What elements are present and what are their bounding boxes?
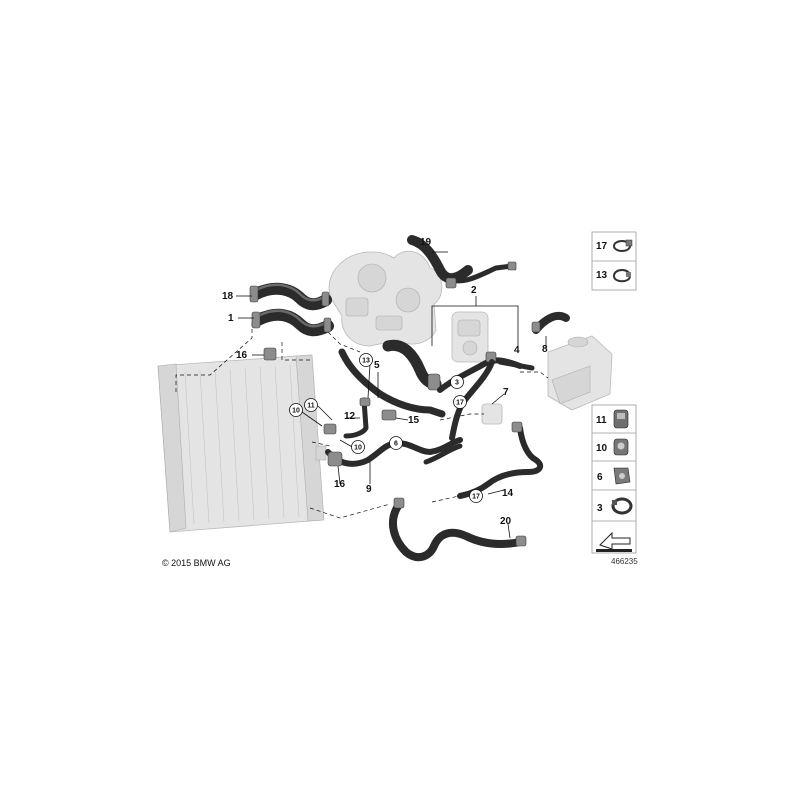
label-14: 14 (502, 488, 514, 499)
part-16-upper (263, 347, 277, 361)
label-16-lower: 16 (334, 479, 346, 490)
callout-10-left: 10 (289, 403, 303, 417)
hose-14 (457, 421, 544, 499)
quick-coupling-icon (613, 409, 629, 429)
leader-lines (236, 251, 547, 539)
part-16-lower (327, 451, 343, 467)
label-4: 4 (514, 345, 520, 356)
legend-number-10: 10 (596, 443, 608, 454)
hose-20 (388, 497, 527, 562)
radiator (157, 354, 327, 533)
legend-bottom: 11 10 6 3 (591, 404, 637, 554)
label-8: 8 (542, 344, 548, 355)
thermostat-housing (451, 311, 489, 363)
callout-13: 13 (359, 353, 373, 367)
label-18: 18 (222, 291, 234, 302)
svg-text:11: 11 (307, 403, 315, 410)
label-2: 2 (471, 285, 477, 296)
label-12: 12 (344, 411, 356, 422)
part-labels: 18 1 16 16 19 2 5 4 8 7 12 15 9 14 20 (222, 237, 548, 527)
legend-number-11: 11 (596, 415, 607, 426)
callout-11: 11 (304, 398, 318, 412)
hose-8 (531, 311, 570, 334)
svg-text:10: 10 (354, 445, 362, 452)
legend-number-17: 17 (596, 241, 608, 252)
callout-10-lower: 10 (351, 440, 365, 454)
svg-text:10: 10 (292, 408, 300, 415)
part-15 (381, 409, 397, 421)
diagram-number: 466235 (611, 557, 638, 566)
callouts: 13 10 11 10 6 3 17 17 (289, 353, 483, 503)
spring-clip-icon (613, 269, 632, 283)
callout-6: 6 (389, 436, 403, 450)
arrow-icon (596, 531, 632, 552)
legend-number-3: 3 (597, 503, 603, 514)
copyright: © 2015 BMW AG (162, 558, 231, 568)
label-1: 1 (228, 313, 234, 324)
hose-clamp-icon (613, 239, 633, 252)
label-19: 19 (420, 237, 432, 248)
coolant-pump-ghost (481, 403, 503, 425)
expansion-tank (547, 335, 613, 411)
label-9: 9 (366, 484, 372, 495)
legend-top: 17 13 (591, 231, 637, 291)
svg-text:17: 17 (456, 400, 464, 407)
water-pump-housing (328, 250, 443, 347)
label-15: 15 (408, 415, 420, 426)
hose-18 (249, 282, 332, 311)
holder-icon (613, 467, 631, 485)
callout-3: 3 (450, 375, 464, 389)
legend-number-6: 6 (597, 472, 603, 483)
svg-text:3: 3 (455, 380, 459, 387)
label-20: 20 (500, 516, 512, 527)
label-7: 7 (503, 387, 509, 398)
hose-12 (323, 397, 371, 439)
svg-text:6: 6 (394, 441, 398, 448)
callout-17-lower: 17 (469, 489, 483, 503)
callout-17-upper: 17 (453, 395, 467, 409)
hose-clip-icon (611, 497, 633, 515)
label-16-upper: 16 (236, 350, 248, 361)
hose-19 (407, 235, 517, 289)
quick-coupling-small-icon (613, 438, 629, 456)
label-5: 5 (374, 360, 380, 371)
legend-number-13: 13 (596, 270, 608, 281)
hose-5 (338, 339, 446, 418)
svg-text:13: 13 (362, 358, 370, 365)
hose-1 (251, 308, 334, 337)
svg-text:17: 17 (472, 494, 480, 501)
